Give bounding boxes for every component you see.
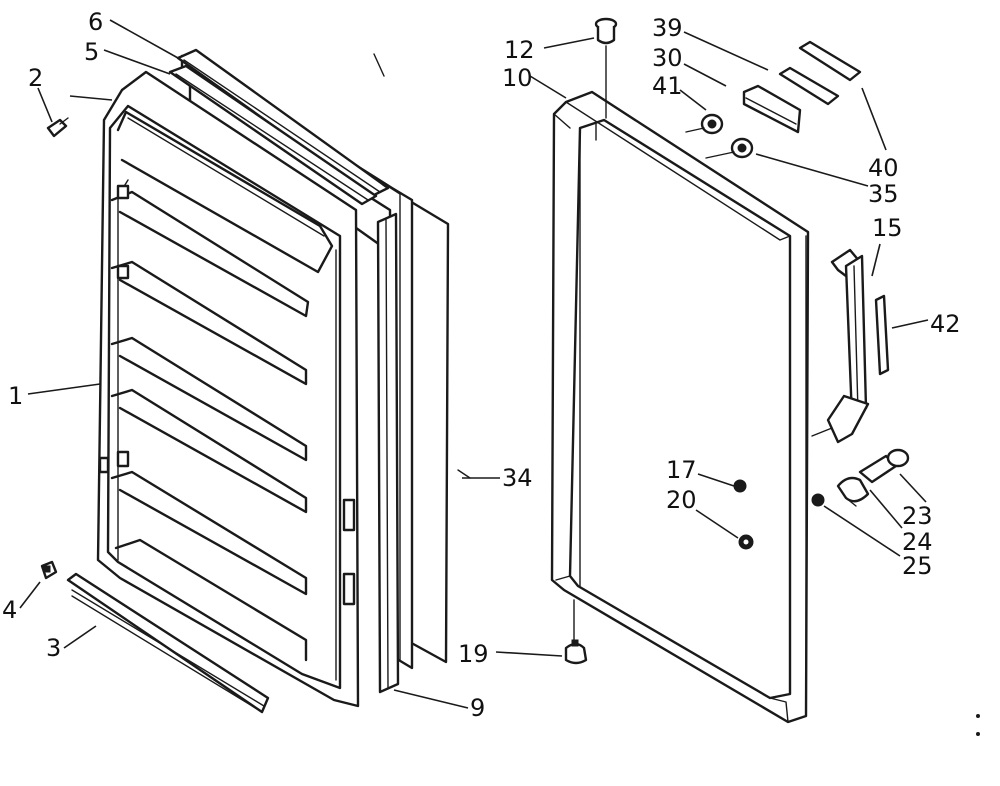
scan-marks — [373, 53, 980, 736]
door-panel-frame — [550, 90, 810, 724]
part-label-39: 39 — [652, 14, 683, 42]
part-label-12: 12 — [504, 36, 535, 64]
part-label-24: 24 — [902, 528, 933, 556]
door-handle — [811, 248, 870, 444]
part-label-20: 19 — [458, 640, 489, 668]
bottom-breaker-strip — [66, 572, 270, 714]
part-label-41: 41 — [652, 72, 683, 100]
spacer-and-stop — [685, 113, 754, 159]
part-label-35: 35 — [868, 180, 899, 208]
part-label-2: 2 — [28, 64, 43, 92]
liner-screw — [46, 117, 69, 138]
part-label-5: 5 — [84, 38, 99, 66]
part-label-42: 42 — [930, 310, 961, 338]
part-label-40: 40 — [868, 154, 899, 182]
part-label-3: 3 — [46, 634, 61, 662]
part-label-1: 1 — [8, 382, 23, 410]
bottom-hinge-pin — [564, 599, 588, 665]
part-label-6: 6 — [88, 8, 103, 36]
part-label-34: 34 — [502, 464, 533, 492]
part-label-10: 10 — [502, 64, 533, 92]
part-label-4: 4 — [2, 596, 17, 624]
part-label-25: 25 — [902, 552, 933, 580]
part-label-19: 20 — [666, 486, 697, 514]
handle-insert — [874, 294, 890, 376]
lock-assembly — [811, 448, 910, 507]
door-liner — [96, 70, 360, 708]
leader-lines — [19, 19, 929, 709]
nut-and-washer — [733, 479, 754, 550]
strip-clip — [40, 560, 58, 580]
part-label-15: 15 — [872, 214, 903, 242]
part-label-30: 30 — [652, 44, 683, 72]
top-hinge-bushing — [594, 17, 618, 119]
top-breaker-strips — [168, 48, 390, 206]
trim-and-nameplate — [742, 40, 862, 134]
part-label-23: 23 — [902, 502, 933, 530]
part-label-17: 17 — [666, 456, 697, 484]
part-label-9: 9 — [470, 694, 485, 722]
part-labels: 6 5 2 1 4 3 34 9 19 12 10 39 30 41 40 35… — [2, 8, 961, 722]
